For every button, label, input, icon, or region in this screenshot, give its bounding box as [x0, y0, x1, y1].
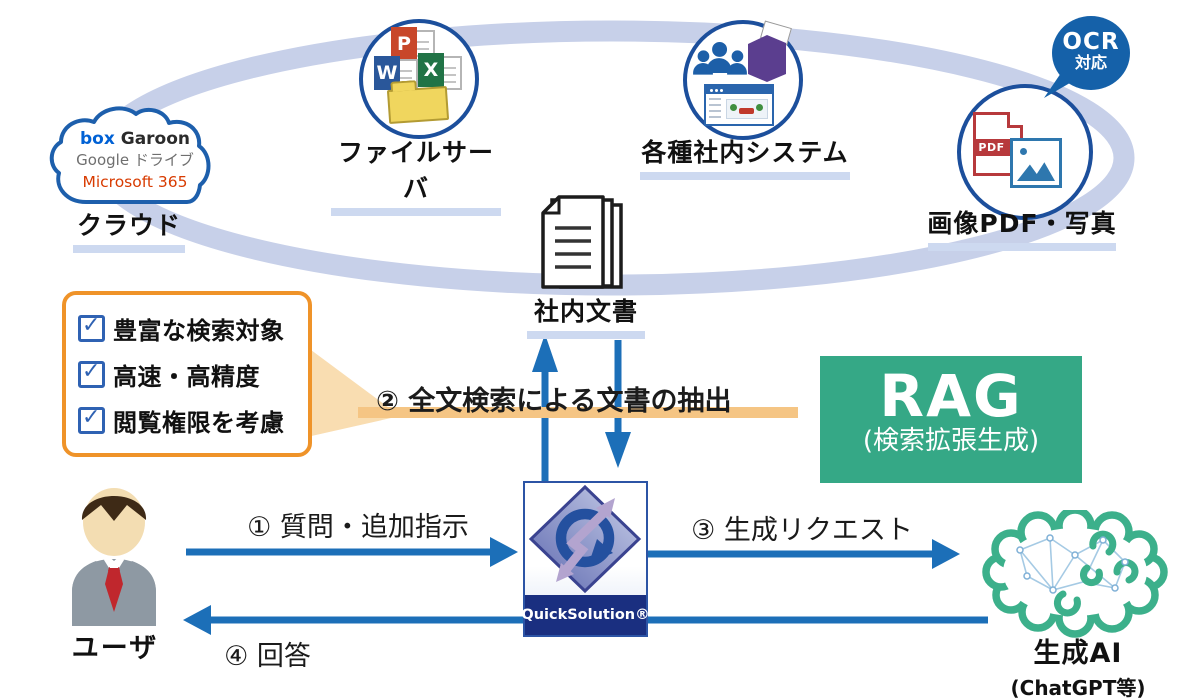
- step1-label: ① 質問・追加指示: [247, 512, 469, 543]
- ocr-subtext: 対応: [1074, 53, 1107, 72]
- people-icon: [692, 41, 752, 82]
- user-label: ユーザ: [71, 633, 159, 664]
- checkbox-icon: ✓: [78, 314, 105, 342]
- tree-icons: [730, 104, 737, 111]
- photo-icon: [1010, 138, 1062, 188]
- box-logo: box: [79, 129, 115, 149]
- cloud-label: クラウド: [49, 206, 209, 253]
- cloud-icon: [49, 106, 211, 204]
- arrow-up-head: [532, 334, 558, 372]
- label-underline: [928, 243, 1116, 251]
- images-label: 画像PDF・写真: [922, 204, 1122, 251]
- browser-window-icon: [704, 84, 774, 126]
- documents-icon: [541, 195, 623, 289]
- ocr-badge: OCR 対応: [1052, 16, 1130, 90]
- label-underline: [331, 208, 501, 216]
- checkbox-icon: ✓: [78, 406, 105, 434]
- checkbox-icon: ✓: [78, 360, 105, 388]
- feature-item: ✓ 豊富な検索対象: [78, 305, 298, 351]
- user-icon: [72, 488, 156, 626]
- docs-label: 社内文書: [527, 292, 645, 339]
- microsoft-365-logo: Microsoft 365: [82, 173, 188, 191]
- quicksolution-label: QuickSolution®: [521, 595, 650, 635]
- label-underline: [73, 245, 185, 253]
- arrow-step3-head: [932, 539, 960, 569]
- sofa-icon: [739, 108, 754, 114]
- feature-text-3: 閲覧権限を考慮: [113, 408, 285, 437]
- quicksolution-box: QuickSolution®: [521, 481, 650, 637]
- pdf-fold: [1007, 112, 1023, 128]
- step2-highlight-bar: [358, 407, 798, 418]
- quicksolution-logo: [528, 484, 642, 594]
- browser-sidebar: [709, 98, 721, 118]
- photo-sun: [1020, 148, 1027, 155]
- feature-item: ✓ 高速・高精度: [78, 351, 298, 397]
- ocr-text: OCR: [1062, 29, 1120, 55]
- powerpoint-tile: P: [391, 27, 417, 61]
- feature-text-1: 豊富な検索対象: [113, 316, 285, 345]
- cloud-node: box Garoon Google ドライブ Microsoft 365: [46, 104, 224, 218]
- filebox-icon: [748, 35, 786, 82]
- label-underline: [527, 331, 645, 339]
- google-drive-logo: Google ドライブ: [76, 151, 194, 169]
- label-underline: [639, 172, 851, 180]
- feature-callout-box: ✓ 豊富な検索対象 ✓ 高速・高精度 ✓ 閲覧権限を考慮: [62, 291, 312, 457]
- pdf-band: PDF: [973, 139, 1010, 156]
- ai-title: 生成AI: [1033, 638, 1123, 669]
- fileserver-label: ファイルサーバ: [326, 133, 506, 216]
- step4-label: ④ 回答: [224, 641, 311, 672]
- step2-label: ② 全文検索による文書の抽出: [376, 386, 732, 417]
- garoon-logo: Garoon: [120, 129, 191, 149]
- arrow-step1-head: [490, 537, 518, 567]
- rag-box: RAG (検索拡張生成): [820, 356, 1082, 483]
- person-right: [727, 50, 747, 75]
- browser-dots: [710, 88, 713, 92]
- brain-icon: [982, 510, 1168, 638]
- rag-title: RAG: [879, 362, 1023, 430]
- cloud-brands-line1: box Garoon: [46, 131, 224, 148]
- ai-subtitle: (ChatGPT等): [1010, 676, 1146, 700]
- browser-header: [706, 86, 772, 94]
- excel-tile: X: [418, 53, 444, 87]
- excel-page: [440, 56, 462, 90]
- arrow-step4-head: [183, 605, 211, 635]
- folder-icon: [386, 85, 450, 125]
- photo-mountains: [1017, 162, 1055, 181]
- feature-text-2: 高速・高精度: [113, 362, 260, 391]
- ai-label: 生成AI (ChatGPT等): [993, 631, 1163, 700]
- rag-subtitle: (検索拡張生成): [862, 426, 1040, 456]
- systems-label: 各種社内システム: [633, 133, 857, 180]
- feature-item: ✓ 閲覧権限を考慮: [78, 397, 298, 443]
- person-left: [693, 50, 713, 75]
- step3-label: ③ 生成リクエスト: [691, 515, 913, 546]
- person-center: [706, 41, 732, 74]
- browser-content: [726, 99, 768, 119]
- arrow-down-head: [605, 432, 631, 468]
